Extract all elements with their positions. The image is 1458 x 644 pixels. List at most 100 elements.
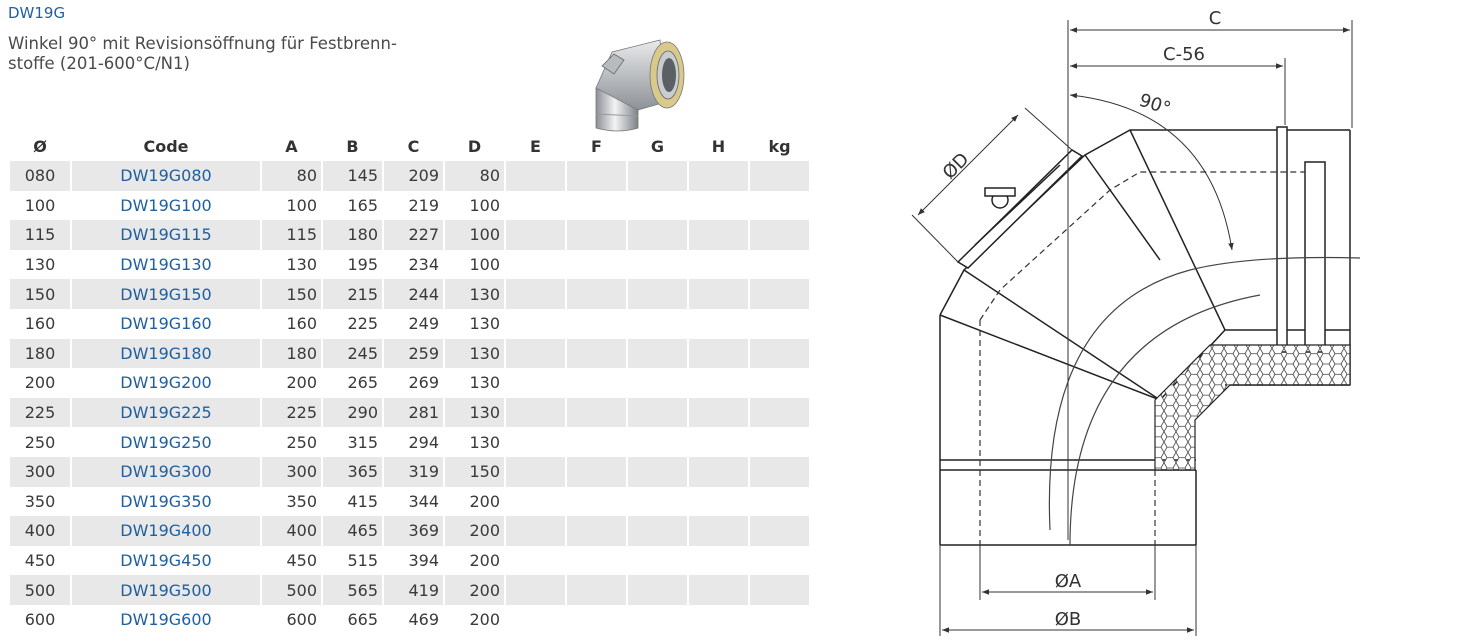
cell-b: 245 [323, 338, 382, 369]
cell-f [567, 338, 626, 369]
cell-code: DW19G160 [120, 314, 212, 334]
product-description: Winkel 90° mit Revisionsöffnung für Fest… [8, 34, 468, 74]
cell-c: 394 [408, 551, 439, 571]
cell-h [689, 397, 748, 428]
cell-h [689, 191, 748, 221]
col-header-e: E [530, 136, 541, 156]
cell-diameter: 250 [24, 432, 56, 452]
cell-d: 200 [469, 610, 500, 630]
cell-a: 160 [286, 314, 317, 334]
cell-h [689, 605, 748, 635]
cell-kg [750, 397, 809, 428]
cell-kg [750, 279, 809, 309]
cell-f [567, 546, 626, 576]
cell-a: 300 [262, 456, 321, 487]
cell-diameter: 115 [10, 220, 70, 250]
cell-code: DW19G115 [72, 220, 260, 250]
cell-kg [750, 516, 809, 546]
cell-f [567, 516, 626, 546]
cell-kg [750, 456, 809, 487]
cell-d: 100 [469, 195, 500, 215]
cell-f [567, 487, 626, 517]
dim-label-c56: C-56 [1163, 44, 1205, 65]
cell-f [567, 161, 626, 191]
cell-h [689, 161, 748, 191]
cell-a: 500 [262, 575, 321, 605]
cell-c: 369 [384, 516, 443, 546]
cell-diameter: 180 [10, 338, 70, 369]
col-header-h: H [711, 136, 726, 156]
cell-code: DW19G350 [120, 491, 212, 511]
cell-g [628, 220, 687, 250]
cell-h [689, 220, 748, 250]
cell-code: DW19G130 [120, 255, 212, 275]
cell-code: DW19G080 [72, 161, 260, 191]
cell-diameter: 350 [24, 491, 56, 511]
col-header-diameter: Ø [33, 136, 47, 156]
cell-c: 219 [408, 195, 439, 215]
cell-kg [750, 605, 809, 635]
cell-f [567, 250, 626, 280]
cell-d: 100 [469, 255, 500, 275]
cell-h [689, 487, 748, 517]
cell-e [506, 309, 565, 339]
elbow-product-photo [595, 39, 685, 132]
cell-kg [750, 368, 809, 398]
cell-diameter: 500 [10, 575, 70, 605]
cell-a: 350 [286, 491, 317, 511]
cell-h [689, 546, 748, 576]
cell-g [628, 191, 687, 221]
cell-e [506, 191, 565, 221]
cell-kg [750, 220, 809, 250]
cell-d: 200 [445, 516, 504, 546]
cell-c: 234 [408, 255, 439, 275]
col-header-g: G [650, 136, 665, 156]
description-line-2: stoffe (201-600°C/N1) [8, 54, 190, 73]
cell-d: 130 [445, 338, 504, 369]
dim-label-angle: 90° [1136, 90, 1173, 120]
cell-b: 195 [347, 255, 378, 275]
table-header-row: Ø Code A B C D E F G H kg [10, 131, 809, 161]
cell-kg [750, 487, 809, 517]
cell-a: 600 [286, 610, 317, 630]
cell-h [689, 279, 748, 309]
cell-f [567, 368, 626, 398]
cell-a: 80 [262, 161, 321, 191]
cell-b: 415 [347, 491, 378, 511]
cell-e [506, 427, 565, 457]
cell-e [506, 161, 565, 191]
cell-f [567, 279, 626, 309]
product-code-title: DW19G [8, 4, 66, 22]
cell-diameter: 200 [24, 373, 56, 393]
cell-c: 269 [408, 373, 439, 393]
cell-b: 145 [323, 161, 382, 191]
cell-code: DW19G180 [72, 338, 260, 369]
cell-c: 209 [384, 161, 443, 191]
cell-g [628, 456, 687, 487]
cell-f [567, 397, 626, 428]
cell-h [689, 250, 748, 280]
cell-g [628, 368, 687, 398]
cell-a: 180 [262, 338, 321, 369]
cell-b: 265 [347, 373, 378, 393]
cell-a: 400 [262, 516, 321, 546]
col-header-f: F [591, 136, 602, 156]
cell-f [567, 575, 626, 605]
cell-e [506, 250, 565, 280]
cell-d: 100 [445, 220, 504, 250]
cell-c: 319 [384, 456, 443, 487]
cell-code: DW19G450 [120, 551, 212, 571]
cell-diameter: 130 [24, 255, 56, 275]
